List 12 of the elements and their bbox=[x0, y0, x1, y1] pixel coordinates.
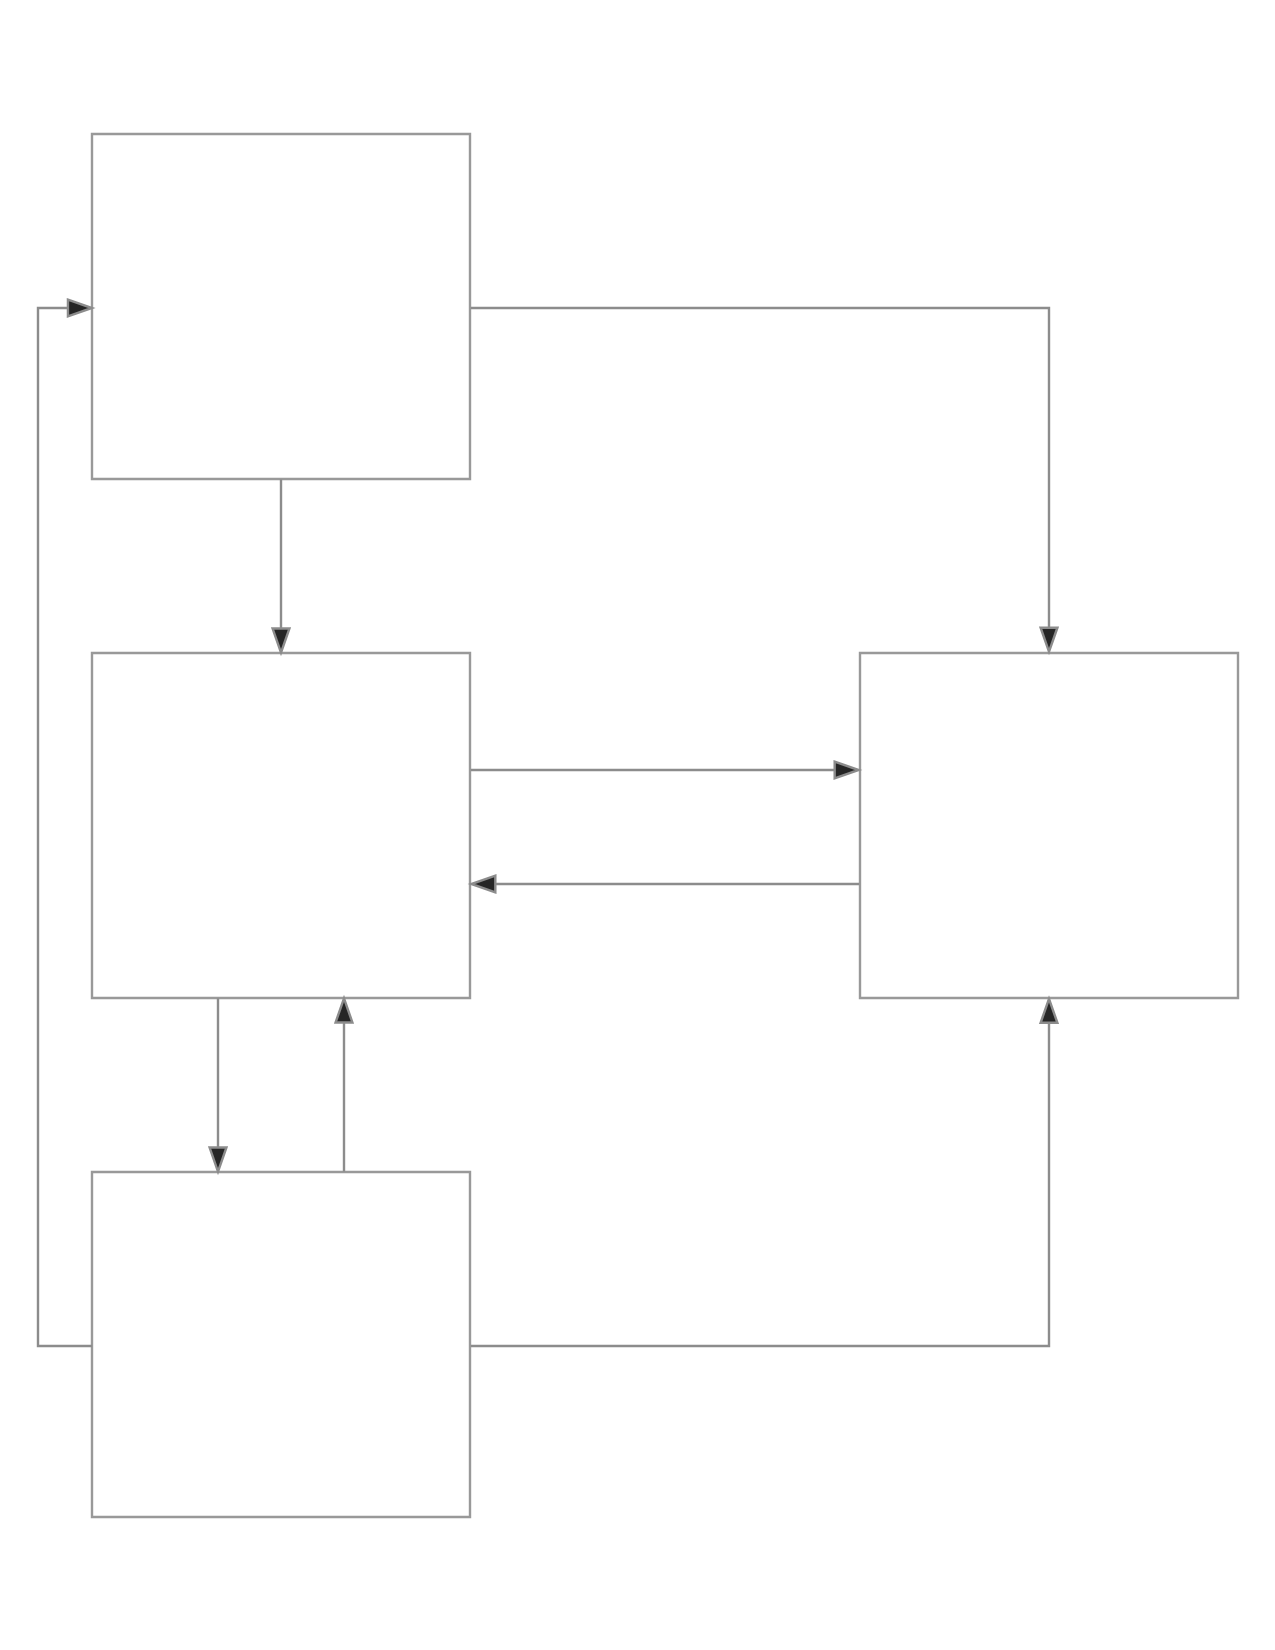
node-box bbox=[858, 651, 1239, 999]
arrow bbox=[470, 306, 1059, 655]
arrow bbox=[270, 478, 291, 656]
arrow bbox=[470, 994, 1059, 1347]
arrow bbox=[36, 297, 96, 1347]
node-box bbox=[90, 132, 471, 480]
arrow bbox=[470, 759, 862, 780]
arrow bbox=[333, 994, 354, 1172]
arrow bbox=[207, 997, 228, 1175]
node-box bbox=[90, 651, 471, 999]
node-box bbox=[90, 1170, 471, 1518]
arrow bbox=[467, 873, 859, 894]
